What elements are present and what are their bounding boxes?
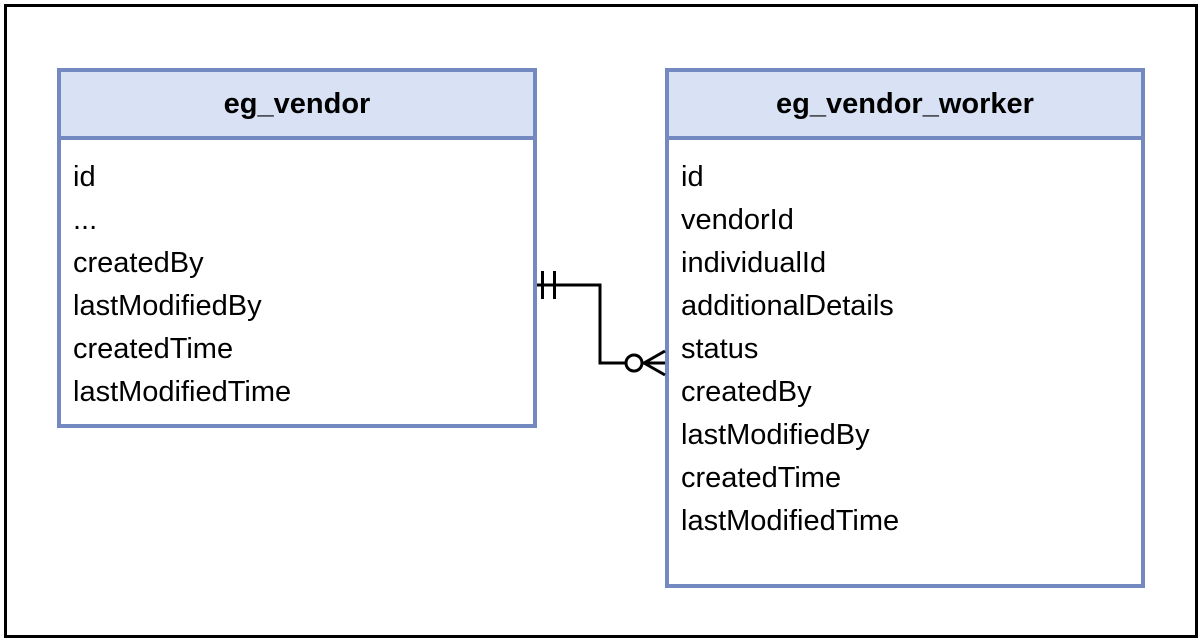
zero-circle xyxy=(624,353,644,373)
entity-title: eg_vendor xyxy=(223,87,371,120)
entity-field: status xyxy=(681,333,759,365)
entity-field: lastModifiedTime xyxy=(681,505,900,537)
entity-field: id xyxy=(73,161,96,193)
entity-header: eg_vendor_worker xyxy=(669,72,1141,140)
entity-field: additionalDetails xyxy=(681,290,894,322)
connector-line xyxy=(537,283,665,365)
entity-field: createdBy xyxy=(681,376,812,408)
entity-field: lastModifiedBy xyxy=(681,419,870,451)
entity-field: ... xyxy=(73,204,98,236)
crow-foot-upper-prong xyxy=(643,349,666,365)
cardinality-one-icon xyxy=(541,271,556,299)
entity-eg-vendor-worker: eg_vendor_worker id vendorId individualId a… xyxy=(665,68,1145,588)
entity-field: vendorId xyxy=(681,204,794,236)
entity-field: createdTime xyxy=(73,333,234,365)
crow-foot-lower-prong xyxy=(643,361,666,377)
entity-field: createdTime xyxy=(681,462,842,494)
entity-field: lastModifiedBy xyxy=(73,290,262,322)
entity-header: eg_vendor xyxy=(61,72,533,140)
entity-eg-vendor: eg_vendor id... createdBy lastModifiedBy cr… xyxy=(57,68,537,428)
entity-field: id xyxy=(681,161,704,193)
entity-field-list: id... createdBy lastModifiedBy createdTime l… xyxy=(61,140,533,414)
entity-field: individualId xyxy=(681,247,827,279)
cardinality-zero-or-many-icon xyxy=(624,349,666,377)
entity-title: eg_vendor_worker xyxy=(776,87,1034,120)
entity-field: createdBy xyxy=(73,247,204,279)
entity-field-list: id vendorId individualId additionalDetails s… xyxy=(669,140,1141,543)
entity-field: lastModifiedTime xyxy=(73,376,292,408)
